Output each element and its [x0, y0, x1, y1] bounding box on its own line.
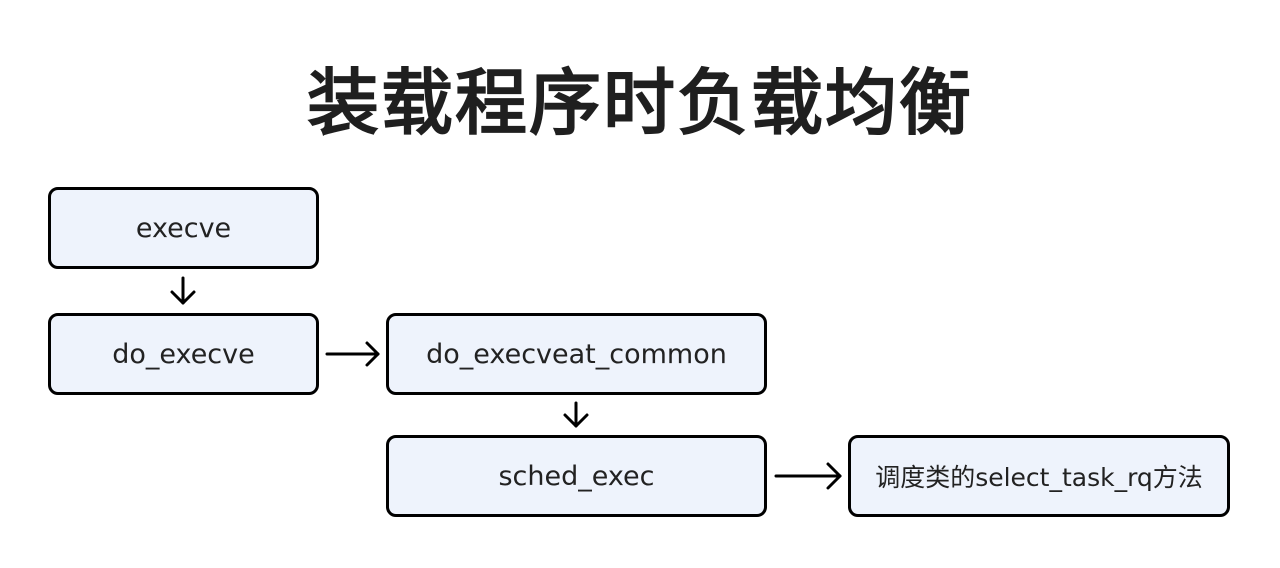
node-do-execveat-common: do_execveat_common	[386, 313, 767, 395]
node-select-task-rq: 调度类的select_task_rq方法	[848, 435, 1230, 517]
arrow-do-execve-to-do-execveat-common	[325, 341, 380, 367]
diagram-title: 装载程序时负载均衡	[306, 61, 973, 145]
node-select-task-rq-label: 调度类的select_task_rq方法	[875, 463, 1203, 492]
arrow-do-execveat-common-to-sched-exec	[563, 401, 589, 428]
arrow-execve-to-do-execve	[170, 276, 196, 305]
node-do-execve-label: do_execve	[112, 338, 255, 370]
node-execve-label: execve	[135, 212, 232, 244]
node-execve: execve	[48, 187, 319, 269]
node-do-execveat-common-label: do_execveat_common	[426, 338, 727, 370]
node-do-execve: do_execve	[48, 313, 319, 395]
node-sched-exec-label: sched_exec	[498, 460, 655, 492]
arrow-sched-exec-to-select-task-rq	[774, 462, 842, 490]
node-sched-exec: sched_exec	[386, 435, 767, 517]
